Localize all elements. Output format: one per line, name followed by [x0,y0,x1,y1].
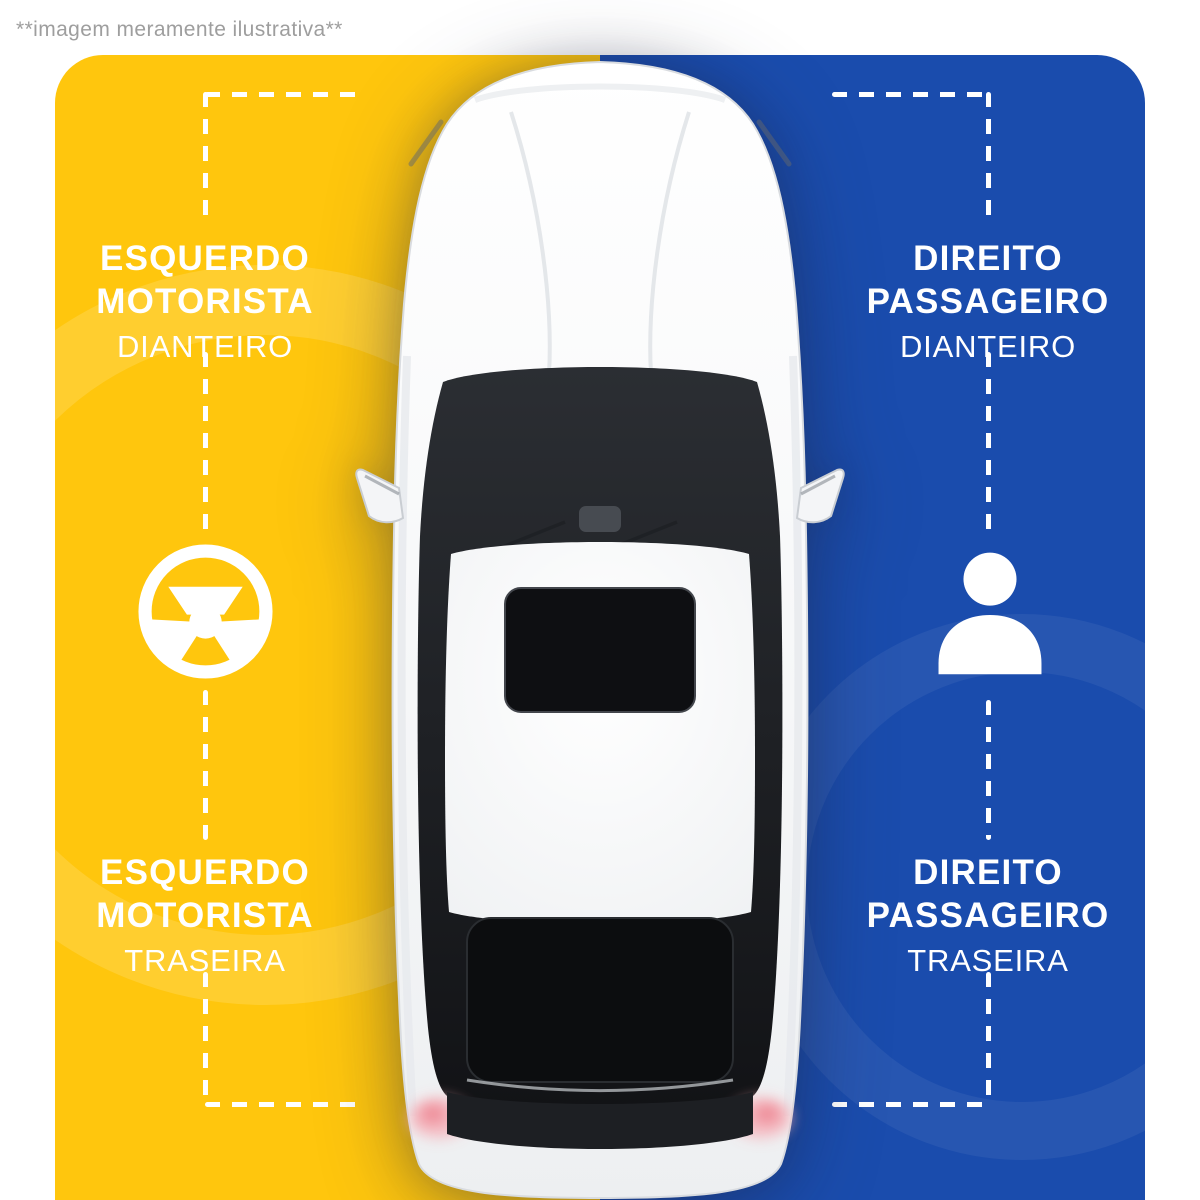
label-rear-right: DIREITO PASSAGEIRO TRASEIRA [818,851,1158,979]
label-line: ESQUERDO [100,853,310,892]
label-front-left: ESQUERDO MOTORISTA DIANTEIRO [35,237,375,365]
guide-dash-segment [986,92,991,227]
wiper-left [494,520,566,552]
label-line: PASSAGEIRO [866,282,1110,322]
guide-dash-bottom-left [205,1102,362,1107]
label-line: DIREITO [913,853,1063,892]
label-line: ESQUERDO [100,239,310,278]
guide-dash-segment [203,92,208,227]
hood-crease-left [509,111,552,375]
side-mirror-left [355,468,405,524]
label-line: PASSAGEIRO [866,896,1110,936]
label-line: MOTORISTA [96,282,314,322]
label-front-right: DIREITO PASSAGEIRO DIANTEIRO [818,237,1158,365]
side-mirror-left-shade [364,474,400,496]
side-mirror-right-shade [800,474,836,496]
taillight-left-core [420,1105,446,1123]
guide-dash-segment [986,352,991,532]
guide-dash-segment [203,972,208,1102]
guide-dash-segment [203,690,208,840]
guide-dash-top-right [832,92,989,97]
guide-dash-top-left [205,92,362,97]
label-rear-left: ESQUERDO MOTORISTA TRASEIRA [35,851,375,979]
label-line: TRASEIRA [124,942,286,978]
headlight-edge-right [756,119,792,167]
guide-dash-segment [986,972,991,1102]
taillight-right-core [754,1105,780,1123]
rear-bumper [447,1092,753,1149]
trunk-gap-line [466,1078,734,1092]
hood-crease-right [648,111,691,375]
guide-dash-segment [986,700,991,840]
sunroof [504,587,696,713]
guide-dash-segment [203,352,208,532]
car-top-view [355,60,845,1200]
label-line: DIREITO [913,239,1063,278]
disclaimer-note: **imagem meramente ilustrativa** [16,18,343,41]
rearview-mirror [579,506,621,532]
hood-nose-line [473,83,727,103]
label-line: TRASEIRA [907,942,1069,978]
steering-wheel-icon [138,544,273,679]
label-line: DIANTEIRO [900,328,1076,364]
side-mirror-right [795,468,845,524]
guide-dash-bottom-right [832,1102,989,1107]
rear-window [466,917,734,1083]
body-shade-right [783,355,803,1117]
body-shade-left [397,355,417,1117]
label-line: MOTORISTA [96,896,314,936]
label-line: DIANTEIRO [117,328,293,364]
passenger-icon [938,552,1042,675]
headlight-edge-left [408,119,444,167]
